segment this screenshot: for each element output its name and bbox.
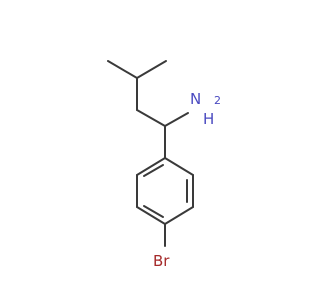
bond-methyl-left (107, 60, 138, 79)
bond-ch2-ch (136, 109, 166, 127)
bond-ch-nitrogen (164, 112, 189, 127)
ring-double-bond-upper-left (143, 164, 164, 177)
nitrogen-label: N (190, 90, 201, 108)
ring-double-bond-lower-left (143, 205, 164, 218)
molecule-canvas: N H 2 Br (107, 60, 221, 270)
bromine-label: Br (153, 252, 170, 270)
amine-hydrogen-count: 2 (214, 94, 221, 107)
amine-group-label: N H 2 (190, 90, 221, 128)
structure-drawing: N H 2 Br (107, 60, 221, 270)
ring-bond-6 (136, 157, 166, 176)
ring-bond-4 (136, 206, 166, 225)
bond-methyl-right (136, 60, 167, 79)
ring-bond-1 (164, 157, 194, 176)
ring-bond-3 (164, 206, 194, 225)
amine-hydrogen-label: H (203, 110, 214, 128)
